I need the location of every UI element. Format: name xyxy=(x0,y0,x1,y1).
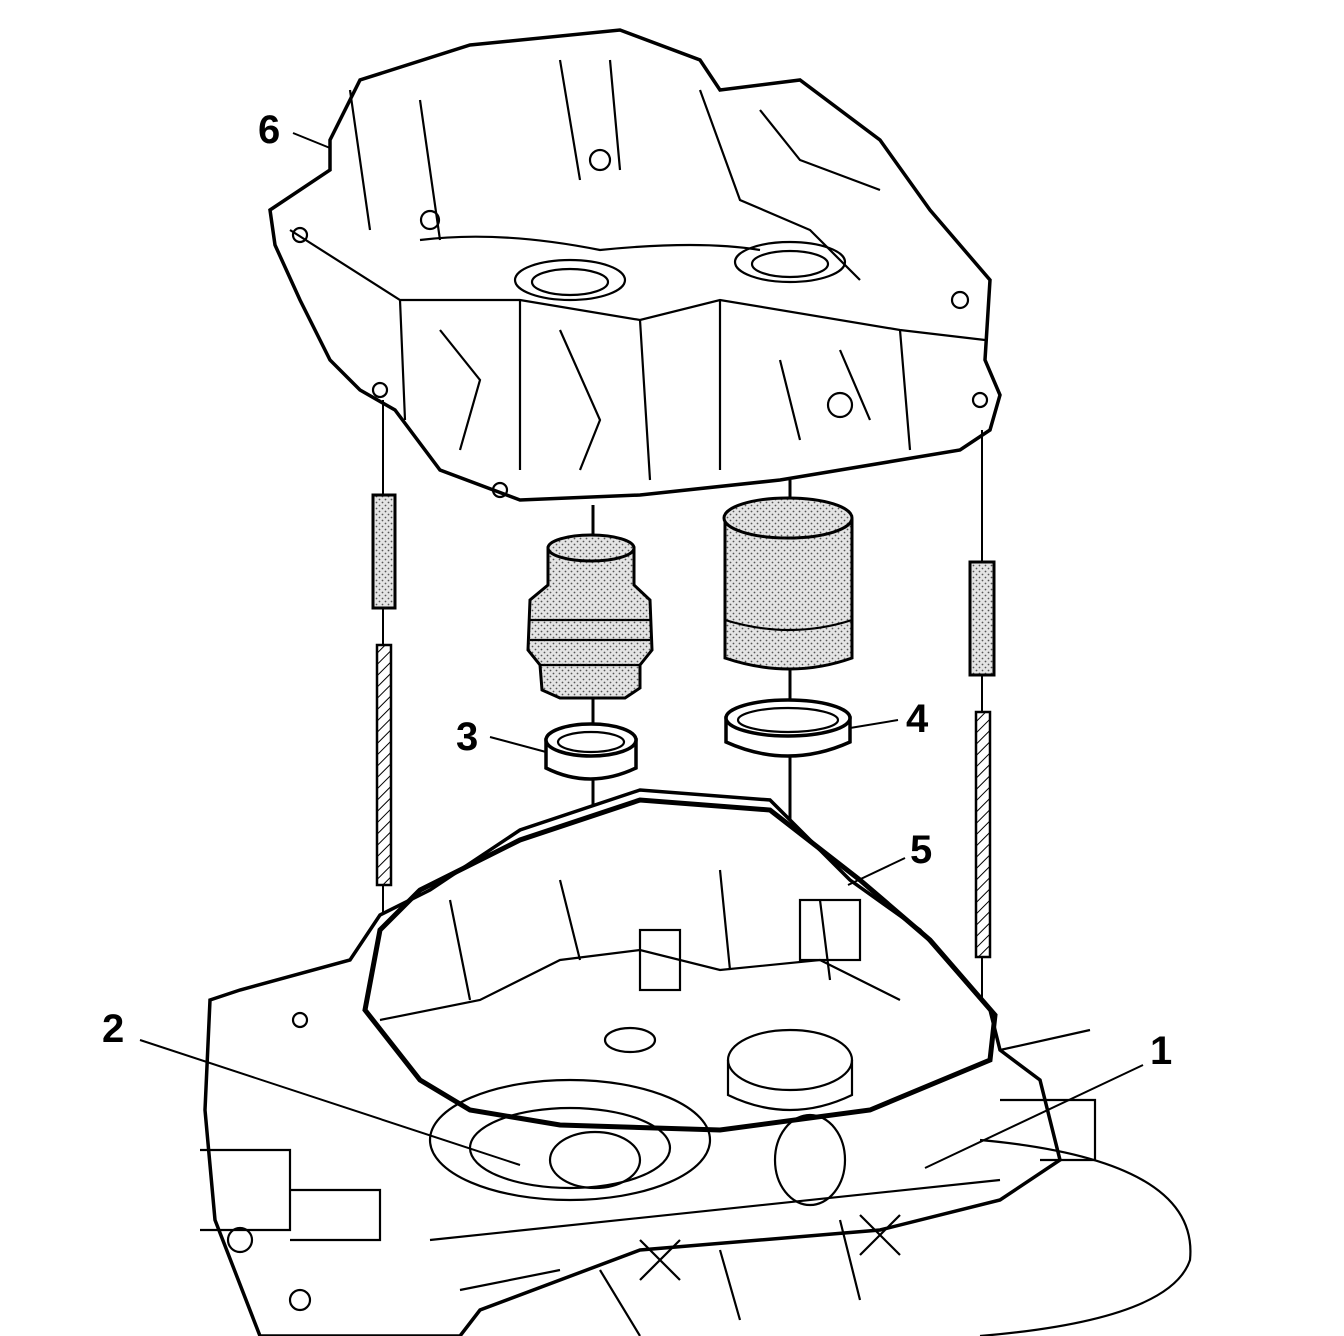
callout-3: 3 xyxy=(456,715,478,759)
leader-lines xyxy=(139,132,1144,1169)
callout-6: 6 xyxy=(258,108,280,152)
callout-1: 1 xyxy=(1150,1029,1172,1073)
callout-4: 4 xyxy=(906,697,929,741)
dowel-pin-left xyxy=(371,400,397,985)
bearing-cup-right xyxy=(722,496,854,671)
callout-2: 2 xyxy=(102,1007,124,1051)
case-gasket xyxy=(362,797,998,1133)
callout-5: 5 xyxy=(910,828,932,872)
shim-left xyxy=(544,722,638,781)
dowel-pin-right xyxy=(968,430,996,1010)
transmission-case-cover xyxy=(268,28,1002,502)
differential-bearing-cup-left xyxy=(526,533,654,700)
transmission-case xyxy=(200,788,1192,1336)
shim-right xyxy=(724,698,852,758)
